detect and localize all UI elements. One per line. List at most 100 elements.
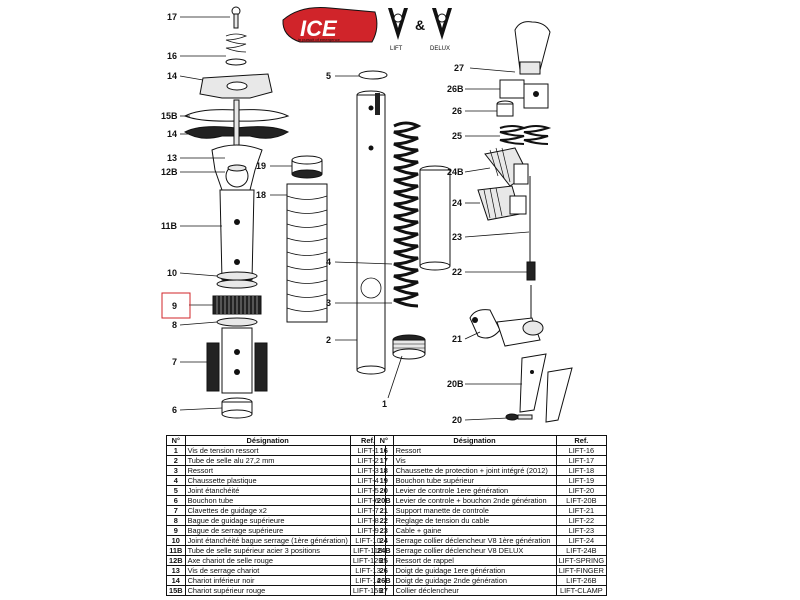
callout-20: 20 (452, 415, 462, 425)
part-number-cell: 12B (166, 555, 186, 566)
designation-cell: Doigt de guidage 2nde génération (392, 575, 557, 586)
part-19-upper-cap (291, 155, 323, 179)
callout-17: 17 (167, 12, 177, 22)
callout-10: 10 (167, 268, 177, 278)
reference-cell: LIFT-23 (555, 525, 608, 536)
designation-cell: Tube de selle supérieur acier 3 position… (184, 545, 351, 556)
designation-cell: Bague de guidage supérieure (184, 515, 351, 526)
part-number-cell: 25 (374, 555, 394, 566)
part-number-cell: 27 (374, 585, 394, 596)
part-7-guide-keys (206, 327, 268, 394)
part-number-cell: 23 (374, 525, 394, 536)
callout-21: 21 (452, 334, 462, 344)
reference-cell: LIFT-17 (555, 455, 608, 466)
callout-13: 13 (167, 153, 177, 163)
part-number-cell: 13 (166, 565, 186, 576)
reference-cell: LIFT-CLAMP (555, 585, 608, 596)
reference-cell: LIFT-26B (555, 575, 608, 586)
part-4-plastic-sleeve (419, 165, 451, 271)
callout-20b: 20B (447, 379, 464, 389)
part-number-cell: 18 (374, 465, 394, 476)
callout-4: 4 (326, 257, 331, 267)
v8-delux-logo: DELUX (430, 8, 452, 52)
ampersand: & (415, 17, 425, 33)
callout-12b: 12B (161, 167, 178, 177)
part-number-cell: 14 (166, 575, 186, 586)
reference-cell: LIFT-24B (555, 545, 608, 556)
table-header-row: N° Désignation Ref. (374, 435, 608, 446)
part-number-cell: 15B (166, 585, 186, 596)
designation-cell: Bague de serrage supérieure (184, 525, 351, 536)
part-number-cell: 26 (374, 565, 394, 576)
callout-26: 26 (452, 106, 462, 116)
callout-24b: 24B (447, 167, 464, 177)
part-number-cell: 21 (374, 505, 394, 516)
designation-cell: Serrage collier déclencheur V8 1ère géné… (392, 535, 557, 546)
callout-23: 23 (452, 232, 462, 242)
part-20b-lever-2nd-gen (519, 353, 573, 423)
part-number-cell: 8 (166, 515, 186, 526)
designation-cell: Ressort de rappel (392, 555, 557, 566)
reference-cell: LIFT-22 (555, 515, 608, 526)
designation-cell: Serrage collier déclencheur V8 DELUX (392, 545, 557, 556)
callout-14-rails: 14 (167, 129, 177, 139)
designation-cell: Reglage de tension du cable (392, 515, 557, 526)
callout-6: 6 (172, 405, 177, 415)
part-20-lever-1st-gen (505, 413, 533, 421)
designation-cell: Chaussette plastique (184, 475, 351, 486)
designation-cell: Joint étanchéité bague serrage (1ère gén… (184, 535, 351, 546)
part-number-cell: 3 (166, 465, 186, 476)
part-1-tension-screw (392, 334, 426, 360)
ice-logo-text: ICE (300, 16, 338, 41)
highlight-box-part-9 (161, 292, 191, 319)
part-number-cell: 7 (166, 505, 186, 516)
part-8-guide-ring (216, 317, 258, 327)
designation-cell: Joint étanchéité (184, 485, 351, 496)
reference-cell: LIFT-20B (555, 495, 608, 506)
callout-27: 27 (454, 63, 464, 73)
part-6-tube-plug (221, 397, 253, 419)
part-number-cell: 9 (166, 525, 186, 536)
part-number-cell: 26B (374, 575, 394, 586)
part-number-cell: 2 (166, 455, 186, 466)
exploded-parts-diagram: ICE in pursuit of emergence LIFT & DELUX (161, 6, 573, 425)
designation-cell: Chaussette de protection + joint intégré… (392, 465, 557, 476)
reference-cell: LIFT-20 (555, 485, 608, 496)
part-9-clamp-ring (212, 295, 262, 315)
callout-15b: 15B (161, 111, 178, 121)
designation-cell: Collier déclencheur (392, 585, 557, 596)
callout-22: 22 (452, 267, 462, 277)
table-header-row: N° Désignation Ref. (166, 435, 387, 446)
part-16-spring (225, 33, 248, 66)
reference-cell: LIFT-16 (555, 445, 608, 456)
part-number-cell: 10 (166, 535, 186, 546)
callout-18: 18 (256, 190, 266, 200)
designation-cell: Levier de controle 1ere génération (392, 485, 557, 496)
part-number-cell: 4 (166, 475, 186, 486)
designation-cell: Support manette de controle (392, 505, 557, 516)
callout-2: 2 (326, 335, 331, 345)
part-17-screw (231, 6, 241, 29)
callout-14-lower-clamp: 14 (167, 71, 177, 81)
part-23-cable (529, 176, 532, 322)
